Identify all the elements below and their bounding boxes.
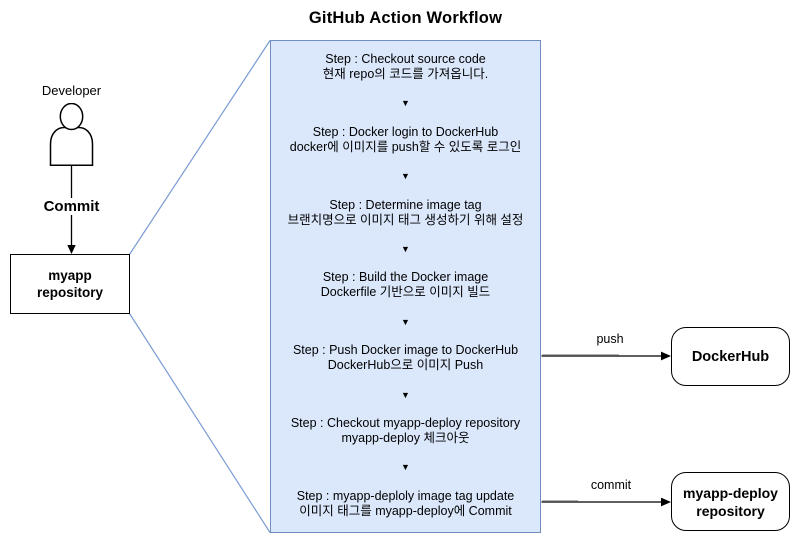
myapp-deploy-node: myapp-deploy repository [671,472,790,531]
down-arrow-icon: ▼ [401,98,410,109]
commit-edge-arrowhead-icon [661,497,671,507]
down-arrow-icon: ▼ [401,389,410,400]
step-title: Step : Docker login to DockerHub [312,124,499,139]
developer-commit-label-text: Commit [40,198,103,215]
step-subtitle: 브랜치명으로 이미지 태그 생성하기 위해 설정 [287,212,524,227]
down-arrow-icon: ▼ [401,171,410,182]
developer-body-shape [49,126,94,166]
workflow-step-2: Step : Docker login to DockerHub docker에… [290,125,522,155]
developer-icon [49,103,94,166]
workflow-step-5: Step : Push Docker image to DockerHub Do… [293,343,518,373]
workflow-container: Step : Checkout source code 현재 repo의 코드를… [270,40,541,533]
commit-edge-label: commit [590,478,632,492]
push-arrowhead-icon [661,351,671,361]
trapezoid-bottom-line [128,313,271,533]
step-subtitle: 이미지 태그를 myapp-deploy에 Commit [299,503,512,518]
myapp-repository-node: myapp repository [10,254,130,314]
workflow-step-4: Step : Build the Docker image Dockerfile… [321,270,491,300]
workflow-step-6: Step : Checkout myapp-deploy repository … [291,416,520,446]
step-subtitle: myapp-deploy 체크아웃 [341,431,470,446]
workflow-step-1: Step : Checkout source code 현재 repo의 코드를… [323,52,488,82]
push-edge-label: push [596,332,624,346]
step-title: Step : Push Docker image to DockerHub [292,343,519,358]
down-arrow-icon: ▼ [401,316,410,327]
step-title: Step : myapp-deploly image tag update [296,488,515,503]
developer-label: Developer [41,83,102,98]
trapezoid-top-line [128,40,271,255]
step-subtitle: Dockerfile 기반으로 이미지 빌드 [320,285,491,300]
step-subtitle: docker에 이미지를 push할 수 있도록 로그인 [289,139,522,154]
developer-head-shape [59,103,84,131]
step-title: Step : Checkout myapp-deploy repository [290,416,521,431]
step-title: Step : Determine image tag [329,197,482,212]
dockerhub-label: DockerHub [691,348,770,365]
step-title: Step : Checkout source code [325,52,486,66]
myapp-deploy-label-line2: repository [696,502,765,519]
commit-arrowhead-icon [67,245,76,254]
myapp-repository-label-line1: myapp [48,268,92,283]
step-subtitle: 현재 repo의 코드를 가져옵니다. [322,67,489,81]
developer-commit-label: Commit [31,198,112,215]
diagram-title: GitHub Action Workflow [308,9,503,27]
myapp-deploy-label-line1: myapp-deploy [683,484,778,501]
dockerhub-node: DockerHub [671,327,790,386]
down-arrow-icon: ▼ [401,462,410,473]
workflow-step-7: Step : myapp-deploly image tag update 이미… [297,489,515,519]
workflow-step-3: Step : Determine image tag 브랜치명으로 이미지 태그… [288,198,524,228]
down-arrow-icon: ▼ [401,244,410,255]
myapp-repository-label-line2: repository [36,285,104,300]
step-subtitle: DockerHub으로 이미지 Push [327,358,484,373]
step-title: Step : Build the Docker image [322,270,489,285]
